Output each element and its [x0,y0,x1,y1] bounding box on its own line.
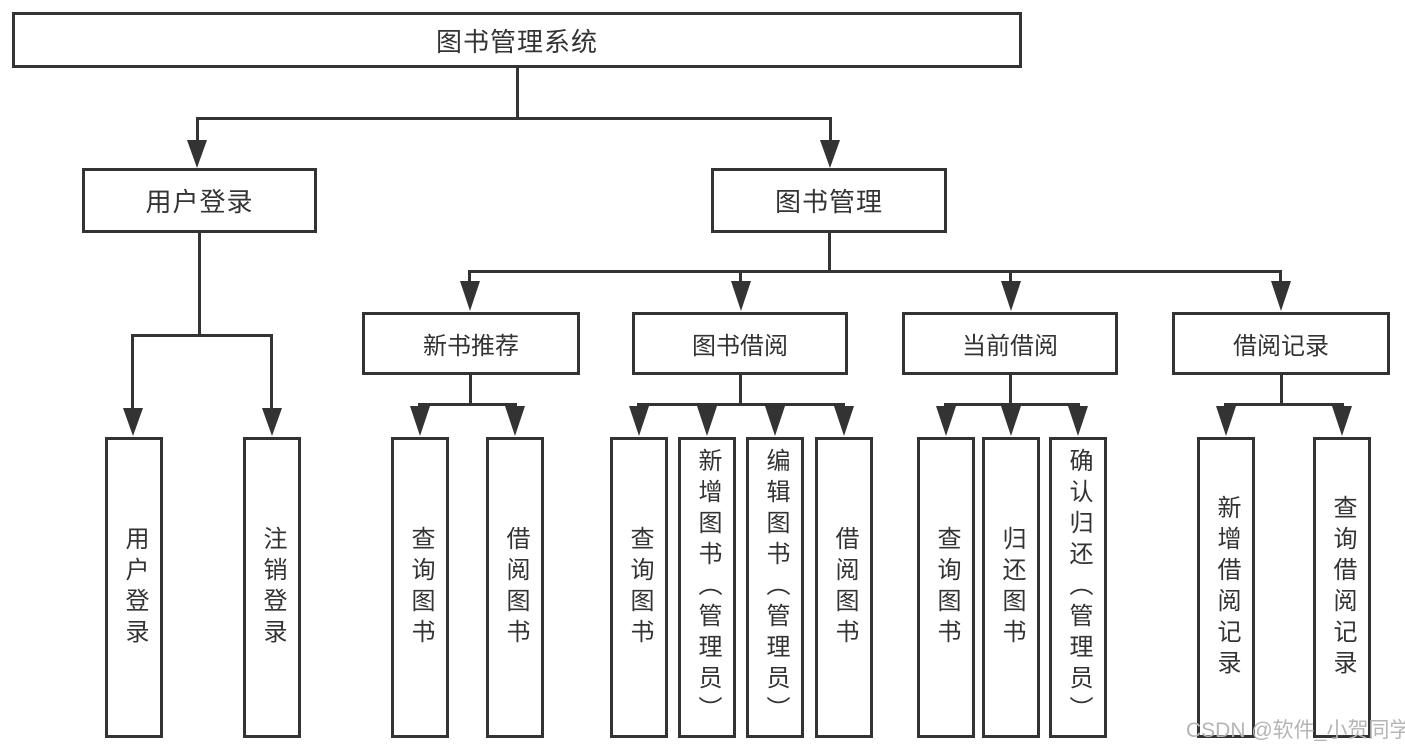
arrow-down-icon [1216,406,1236,436]
connector-stub-current [1009,270,1012,288]
leaf-query-books-b: 查询图书 [610,437,668,738]
node-borrowing-records-label: 借阅记录 [1233,333,1329,360]
arrow-down-icon [187,140,207,168]
connector-group-a-vertical [469,375,472,405]
arrow-down-icon [460,281,480,311]
connector-root-horizontal [196,117,832,120]
node-user-login-label: 用户登录 [145,187,254,217]
csdn-watermark: CSDN @软件_小贺同学 [1186,719,1405,742]
connector-root-vertical [516,66,519,120]
arrow-down-icon [731,281,751,311]
connector-stub-book-mgmt [829,117,832,145]
connector-user-login-vertical [198,233,201,337]
connector-group-b-vertical [739,375,742,405]
leaf-borrow-books-b-label: 借阅图书 [831,525,858,650]
leaf-query-borrow-record: 查询借阅记录 [1313,437,1371,738]
arrow-down-icon [765,406,785,436]
leaf-query-books-b-label: 查询图书 [626,525,653,650]
connector-group-d-vertical [1280,375,1283,405]
arrow-down-icon [820,140,840,168]
arrow-down-icon [1332,406,1352,436]
connector-group-c-horizontal [944,403,1080,406]
leaf-user-login-label: 用户登录 [121,525,148,650]
node-current-borrowing-label: 当前借阅 [962,333,1058,360]
leaf-return-books-label: 归还图书 [998,525,1025,650]
leaf-borrow-books-a: 借阅图书 [486,437,544,738]
leaf-add-borrow-record-label: 新增借阅记录 [1213,494,1240,681]
leaf-logout-label: 注销登录 [259,525,286,650]
leaf-add-books-admin: 新增图书（管理员） [678,437,736,738]
node-book-management-label: 图书管理 [774,187,883,217]
connector-group-d-horizontal [1224,403,1344,406]
leaf-edit-books-admin: 编辑图书（管理员） [746,437,804,738]
node-user-login: 用户登录 [82,168,317,233]
leaf-query-borrow-record-label: 查询借阅记录 [1329,494,1356,681]
arrow-down-icon [834,406,854,436]
leaf-query-books-c: 查询图书 [917,437,975,738]
node-root-label: 图书管理系统 [435,26,598,57]
connector-group-a-horizontal [418,403,517,406]
leaf-add-books-admin-label: 新增图书（管理员） [694,448,721,727]
leaf-add-borrow-record: 新增借阅记录 [1197,437,1255,738]
arrow-down-icon [505,406,525,436]
leaf-confirm-return-admin-label: 确认归还（管理员） [1065,448,1092,727]
node-new-book-recommend: 新书推荐 [362,312,580,375]
connector-group-c-vertical [1009,375,1012,405]
connector-user-login-horizontal [131,334,273,337]
arrow-down-icon [629,406,649,436]
node-book-borrowing: 图书借阅 [632,312,848,375]
node-borrowing-records: 借阅记录 [1172,312,1390,375]
leaf-user-login: 用户登录 [105,437,163,738]
connector-stub-records [1279,270,1282,288]
connector-stub-new-rec [468,270,471,288]
node-current-borrowing: 当前借阅 [902,312,1118,375]
connector-stub-leaf-logout [270,334,273,414]
arrow-down-icon [262,408,282,436]
connector-stub-borrow [739,270,742,288]
arrow-down-icon [123,408,143,436]
leaf-borrow-books-a-label: 借阅图书 [502,525,529,650]
connector-book-mgmt-vertical [828,233,831,272]
node-book-management: 图书管理 [711,168,947,233]
connector-book-mgmt-horizontal [468,270,1282,273]
node-new-book-recommend-label: 新书推荐 [423,333,519,360]
arrow-down-icon [697,406,717,436]
node-root: 图书管理系统 [12,12,1022,68]
leaf-borrow-books-b: 借阅图书 [815,437,873,738]
leaf-edit-books-admin-label: 编辑图书（管理员） [762,448,789,727]
arrow-down-icon [410,406,430,436]
arrow-down-icon [1271,281,1291,311]
leaf-logout: 注销登录 [243,437,301,738]
node-book-borrowing-label: 图书借阅 [692,333,788,360]
arrow-down-icon [1001,406,1021,436]
arrow-down-icon [1001,281,1021,311]
leaf-query-books-a: 查询图书 [391,437,449,738]
arrow-down-icon [936,406,956,436]
connector-group-b-horizontal [637,403,845,406]
connector-stub-user-login [196,117,199,145]
leaf-confirm-return-admin: 确认归还（管理员） [1049,437,1107,738]
connector-stub-leaf-login [131,334,134,414]
arrow-down-icon [1068,406,1088,436]
leaf-query-books-a-label: 查询图书 [407,525,434,650]
leaf-query-books-c-label: 查询图书 [933,525,960,650]
leaf-return-books: 归还图书 [982,437,1040,738]
